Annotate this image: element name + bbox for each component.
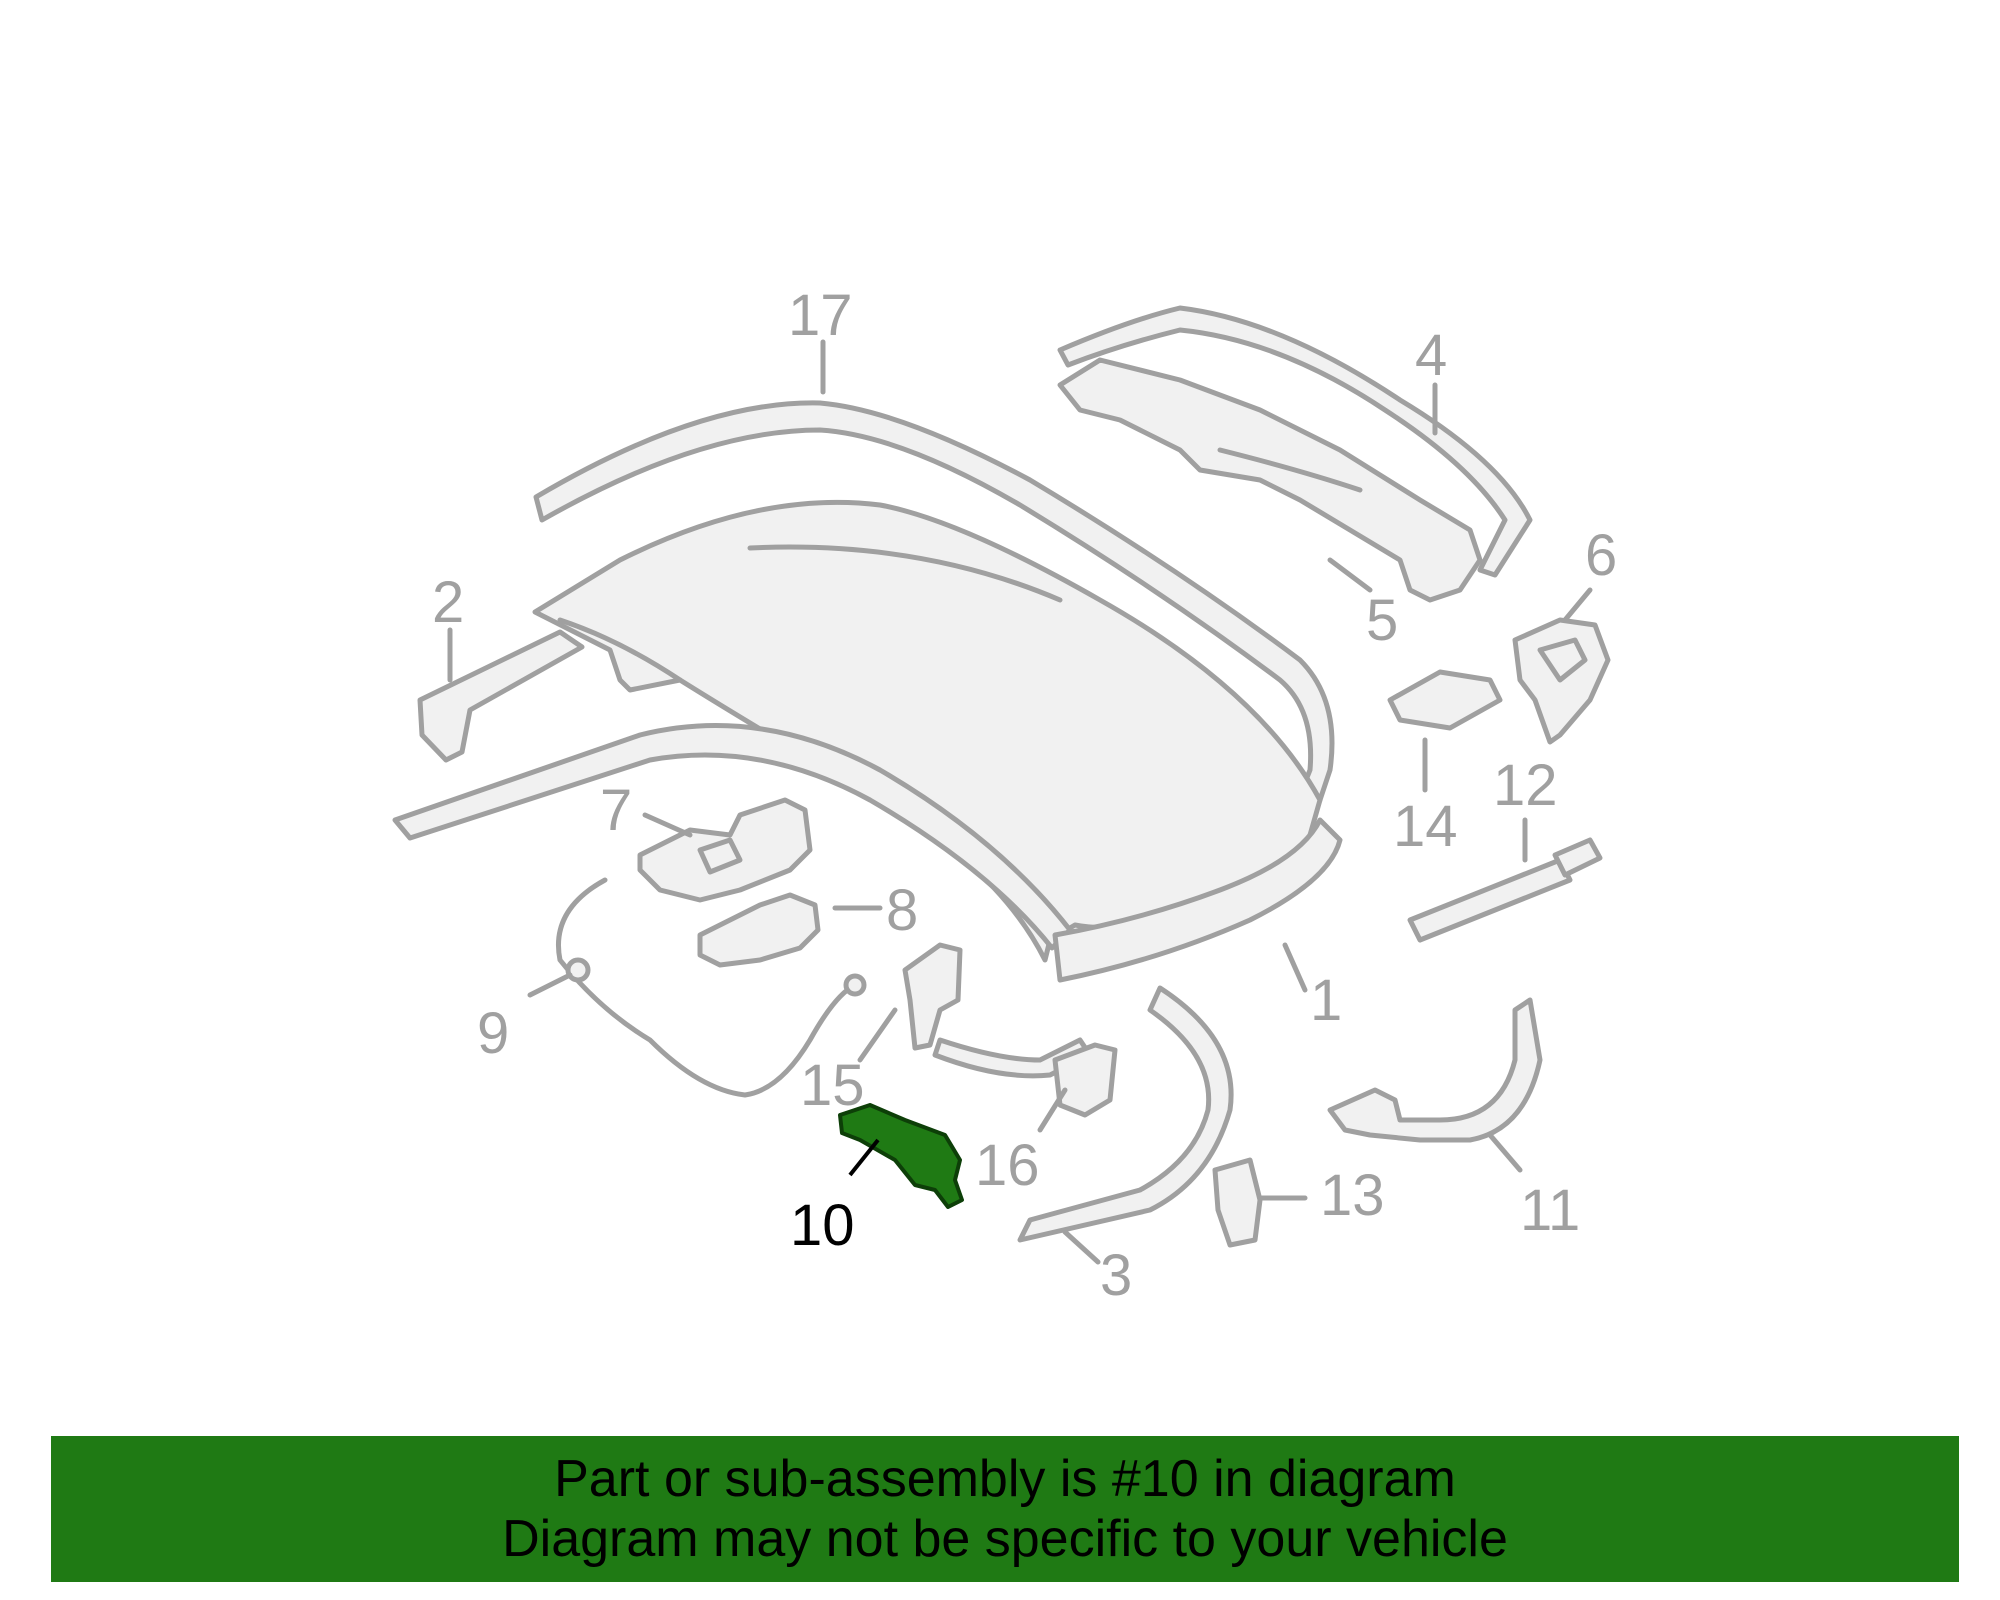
part-8-pump <box>697 892 821 968</box>
callout-16: 16 <box>975 1133 1040 1198</box>
callout-9: 9 <box>477 1001 509 1066</box>
callout-2: 2 <box>432 570 464 635</box>
callout-6: 6 <box>1585 523 1617 588</box>
part-13-plate <box>1212 1157 1263 1248</box>
leader-lines <box>447 339 1593 1265</box>
callout-17: 17 <box>788 283 853 348</box>
callout-13: 13 <box>1320 1163 1385 1228</box>
callout-1: 1 <box>1310 968 1342 1033</box>
banner-line-1: Part or sub-assembly is #10 in diagram <box>554 1450 1456 1508</box>
part-12-gas-strut <box>1407 837 1603 943</box>
callout-8: 8 <box>886 878 918 943</box>
part-17-frame-bow <box>533 400 1335 803</box>
part-10-highlighted[interactable] <box>838 1103 964 1209</box>
callout-11: 11 <box>1520 1178 1580 1243</box>
part-11-hinge-arm <box>1327 997 1543 1143</box>
callout-15: 15 <box>800 1053 865 1118</box>
part-14-latch <box>1387 669 1503 731</box>
callout-7: 7 <box>600 778 632 843</box>
callout-12: 12 <box>1493 753 1558 818</box>
part-15-hinge <box>902 942 1093 1079</box>
part-16-small-bracket <box>1052 1042 1118 1118</box>
callout-4: 4 <box>1415 323 1447 388</box>
info-banner: Part or sub-assembly is #10 in diagram D… <box>51 1436 1959 1582</box>
part-2-side-trim <box>417 629 585 763</box>
banner-line-2: Diagram may not be specific to your vehi… <box>502 1510 1508 1568</box>
callout-5: 5 <box>1366 588 1398 653</box>
callout-14: 14 <box>1393 794 1458 859</box>
part-9-hydraulic-line <box>556 877 867 1098</box>
callout-10[interactable]: 10 <box>790 1193 855 1258</box>
part-4-rear-trim <box>1057 305 1533 603</box>
callout-3: 3 <box>1100 1243 1132 1308</box>
part-1-rear-rail <box>1052 817 1343 983</box>
top-rail-strip <box>392 723 1073 951</box>
part-7-motor <box>637 797 813 903</box>
part-6-bracket <box>1512 617 1611 745</box>
part-3-side-rail <box>1017 985 1234 1243</box>
